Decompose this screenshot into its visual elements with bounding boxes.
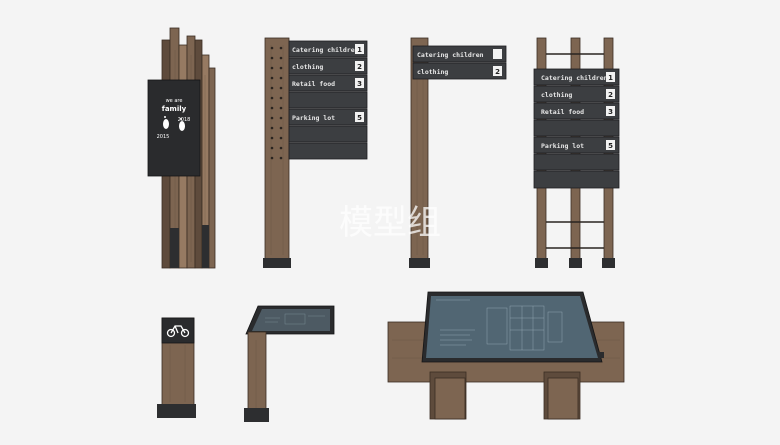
frame-row-2-number: 2 (608, 91, 613, 99)
frame-row-3-number: 3 (608, 108, 613, 116)
tall-row-3-label: Retail food (292, 80, 335, 88)
tall-row-2-label: clothing (292, 63, 323, 71)
map-panel (426, 296, 598, 358)
flag-row-1-label: Catering children (417, 51, 484, 59)
tall-row-2-number: 2 (357, 63, 362, 71)
frame-row-1-label: Catering children (541, 74, 608, 82)
frame-row-1-number: 1 (608, 74, 613, 82)
bicycle-icon (166, 325, 190, 338)
family-sign-panel (147, 79, 201, 177)
flag-row-2-number: 2 (495, 68, 500, 76)
family-line1: we are (166, 98, 183, 104)
tall-row-5-number: 5 (357, 114, 362, 122)
lectern-map-stand (244, 305, 335, 422)
tall-directory-sign: Catering children clothing Retail food P… (263, 37, 368, 268)
flag-directional-sign: Catering children clothing 2 (409, 37, 507, 268)
bike-bollard-sign (157, 317, 196, 418)
frame-row-3-label: Retail food (541, 108, 584, 116)
tall-row-1-label: Catering children (292, 46, 359, 54)
map-bench (387, 291, 625, 420)
frame-row-2-label: clothing (541, 91, 572, 99)
frame-row-5-label: Parking lot (541, 142, 584, 150)
flag-row-2-label: clothing (417, 68, 448, 76)
tall-row-5-label: Parking lot (292, 114, 335, 122)
frame-row-5-number: 5 (608, 142, 613, 150)
family-totem-sign: we are family 2015 2018 (147, 27, 216, 269)
map-graphics (436, 299, 563, 351)
family-year-right: 2018 (178, 117, 191, 123)
family-year-left: 2015 (157, 134, 170, 140)
footprints-icon (163, 116, 185, 131)
tall-row-1-number: 1 (357, 46, 362, 54)
family-line2: family (162, 105, 187, 113)
frame-directory-sign: Catering children clothing Retail food P… (533, 37, 620, 268)
watermark-text: 模型组 (339, 203, 441, 243)
post-holes (270, 46, 283, 160)
tall-row-3-number: 3 (357, 80, 362, 88)
